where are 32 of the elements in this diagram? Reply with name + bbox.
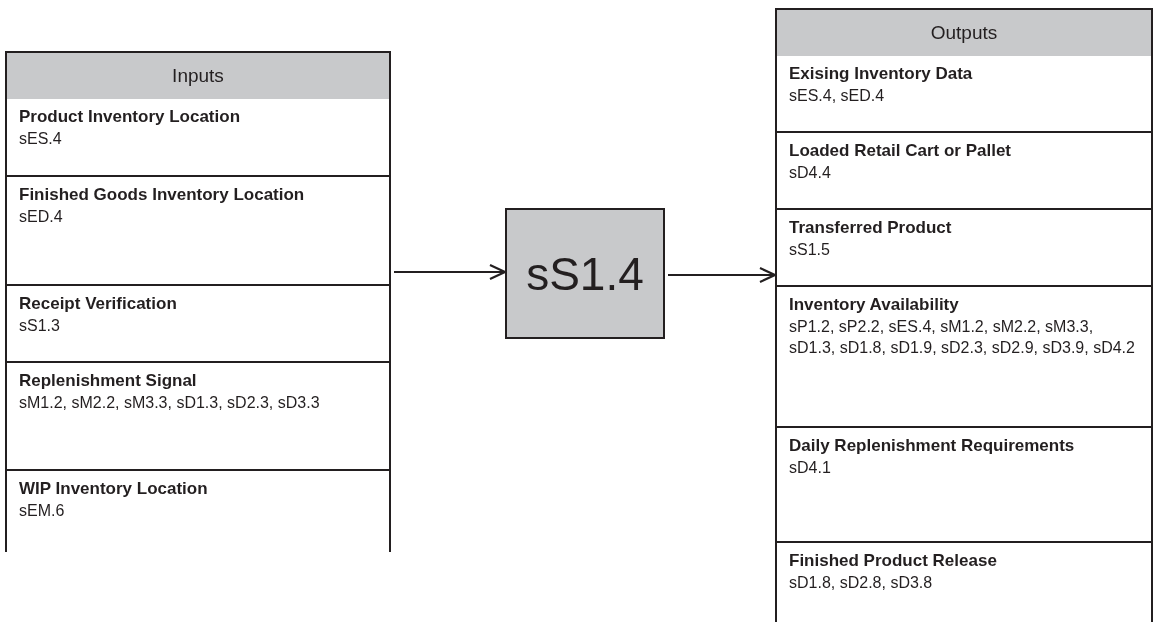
process-box	[505, 208, 665, 339]
item-title: WIP Inventory Location	[19, 478, 209, 500]
list-panel	[5, 51, 391, 552]
reference-codes: sD4.1	[789, 458, 832, 478]
item-title: Exising Inventory Data	[789, 63, 974, 85]
panel-title: Inputs	[172, 65, 224, 87]
reference-codes: sES.4	[19, 129, 63, 149]
item-title: Finished Goods Inventory Location	[19, 184, 306, 206]
reference-codes: sM1.2, sM2.2, sM3.3, sD1.3, sD2.3, sD3.3	[19, 393, 321, 413]
item-title: Loaded Retail Cart or Pallet	[789, 140, 1012, 162]
list-row	[7, 99, 389, 177]
item-title: Inventory Availability	[789, 294, 960, 316]
reference-codes: sED.4	[19, 207, 64, 227]
reference-codes: sD4.4	[789, 163, 832, 183]
item-title: Receipt Verification	[19, 293, 178, 315]
reference-codes: sES.4, sED.4	[789, 86, 886, 106]
reference-codes: sS1.5	[789, 240, 831, 260]
item-title: Replenishment Signal	[19, 370, 198, 392]
arrow	[668, 266, 777, 284]
item-title: Product Inventory Location	[19, 106, 242, 128]
item-title: Transferred Product	[789, 217, 953, 239]
panel-title: Outputs	[930, 22, 998, 44]
item-title: Daily Replenishment Requirements	[789, 435, 1076, 457]
item-title: Finished Product Release	[789, 550, 998, 572]
reference-codes: sEM.6	[19, 501, 66, 521]
process-id: sS1.4	[526, 246, 644, 301]
reference-codes: sD1.8, sD2.8, sD3.8	[789, 573, 934, 593]
arrow	[394, 263, 507, 281]
list-row	[777, 56, 1151, 133]
list-panel	[775, 8, 1153, 622]
reference-codes: sP1.2, sP2.2, sES.4, sM1.2, sM2.2, sM3.3, sD1.3, sD1.8, sD1.9, sD2.3, sD2.9, sD3.9, sD4.2	[789, 317, 1136, 358]
reference-codes: sS1.3	[19, 316, 61, 336]
